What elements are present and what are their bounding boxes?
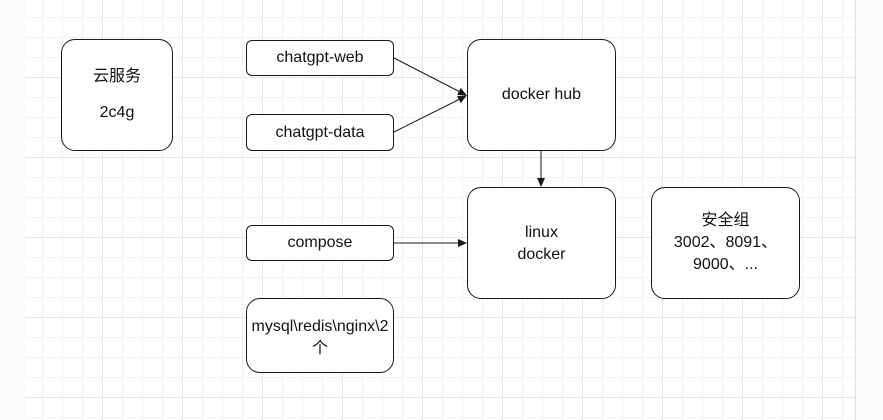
chatgpt-data-node[interactable]: chatgpt-data <box>246 114 394 151</box>
edge-chatgpt-data-to-docker-hub[interactable] <box>393 95 467 133</box>
security-group-ports-2: 9000、... <box>693 256 758 273</box>
linux-docker-line2: docker <box>517 246 566 263</box>
chatgpt-web-label: chatgpt-web <box>276 49 364 66</box>
right-panel-edge <box>855 0 883 420</box>
linux-docker-line1: linux <box>525 224 558 241</box>
compose-label: compose <box>287 234 353 251</box>
cloud-server-spec: 2c4g <box>99 104 135 121</box>
security-group-node[interactable]: 安全组 3002、8091、 9000、... <box>651 187 800 299</box>
cloud-server-title: 云服务 <box>92 68 141 85</box>
cloud-server-node[interactable]: 云服务 2c4g <box>61 39 173 151</box>
linux-docker-node[interactable]: linux docker <box>467 187 616 299</box>
edge-chatgpt-web-to-docker-hub[interactable] <box>393 57 467 96</box>
docker-hub-label: docker hub <box>501 86 582 103</box>
docker-hub-node[interactable]: docker hub <box>467 39 616 151</box>
mysql-redis-nginx-node[interactable]: mysql\redis\nginx\2 个 <box>246 298 394 373</box>
security-group-title: 安全组 <box>701 212 750 229</box>
mysql-redis-nginx-line2: 个 <box>311 340 328 357</box>
compose-node[interactable]: compose <box>246 225 394 261</box>
mysql-redis-nginx-line1: mysql\redis\nginx\2 <box>251 318 389 335</box>
chatgpt-web-node[interactable]: chatgpt-web <box>246 40 394 76</box>
security-group-ports-1: 3002、8091、 <box>673 234 778 251</box>
chatgpt-data-label: chatgpt-data <box>275 123 365 141</box>
